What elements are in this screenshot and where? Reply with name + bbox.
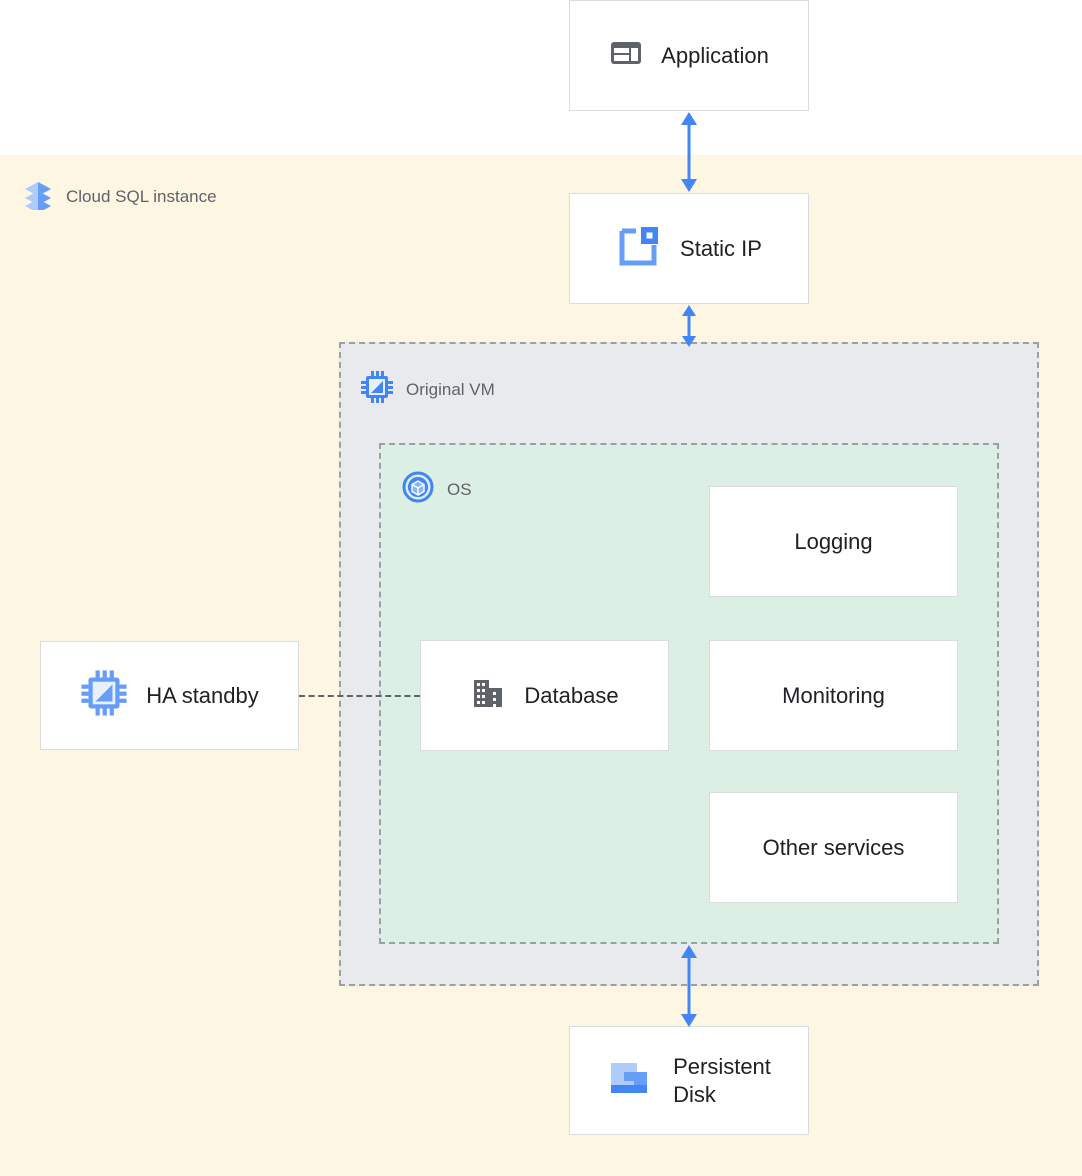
cloud-sql-icon xyxy=(22,178,54,215)
node-label: Monitoring xyxy=(782,682,885,708)
node-logging[interactable]: Logging xyxy=(709,486,958,597)
node-monitoring[interactable]: Monitoring xyxy=(709,640,958,751)
region-label-text: Original VM xyxy=(406,379,495,399)
node-other-services[interactable]: Other services xyxy=(709,792,958,903)
node-database[interactable]: Database xyxy=(420,640,669,751)
node-label: Database xyxy=(524,682,619,708)
connector-application-to-static-ip xyxy=(681,112,697,192)
node-persistent-disk[interactable]: Persistent Disk xyxy=(569,1026,809,1135)
node-label: Other services xyxy=(762,834,905,860)
region-label-text: Cloud SQL instance xyxy=(66,186,217,206)
connector-original-vm-to-persistent-disk xyxy=(681,945,697,1027)
node-static-ip[interactable]: Static IP xyxy=(569,193,809,304)
node-application[interactable]: Application xyxy=(569,0,809,111)
node-ha-standby[interactable]: HA standby xyxy=(40,641,299,750)
node-label: Logging xyxy=(794,528,873,554)
vm-chip-icon xyxy=(360,370,394,409)
region-label-original-vm: Original VM xyxy=(360,370,495,409)
connector-static-ip-to-original-vm xyxy=(682,305,696,347)
node-label: Persistent Disk xyxy=(673,1054,771,1107)
static-ip-icon xyxy=(616,223,662,274)
region-label-os: OS xyxy=(401,470,472,509)
node-label: Application xyxy=(661,42,769,68)
node-label: Static IP xyxy=(680,235,762,261)
region-label-cloud-sql-instance: Cloud SQL instance xyxy=(22,178,217,215)
os-container-icon xyxy=(401,470,435,509)
ha-standby-chip-icon xyxy=(80,669,128,722)
node-label: HA standby xyxy=(146,682,259,708)
region-label-text: OS xyxy=(447,479,472,499)
application-window-icon xyxy=(609,36,643,75)
database-building-icon xyxy=(470,675,506,716)
connector-ha-standby-to-database xyxy=(299,695,420,697)
persistent-disk-icon xyxy=(607,1056,651,1105)
